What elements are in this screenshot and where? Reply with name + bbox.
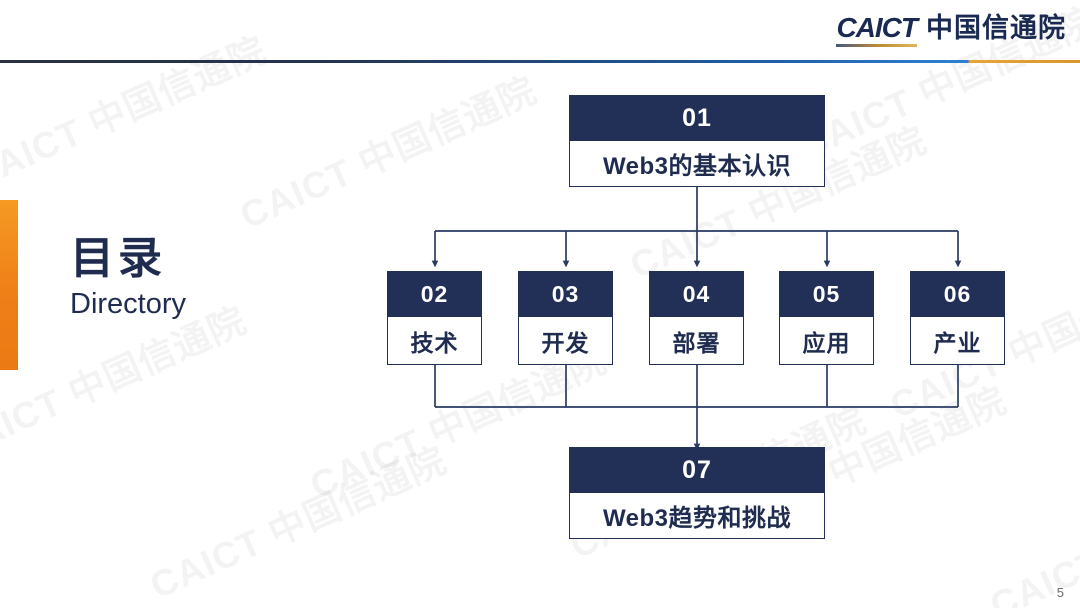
node-02[interactable]: 02 技术 [387,271,482,365]
node-02-number: 02 [387,271,482,317]
node-05-number: 05 [779,271,874,317]
node-03[interactable]: 03 开发 [518,271,613,365]
page-title-cn: 目录 [70,234,166,283]
node-05[interactable]: 05 应用 [779,271,874,365]
node-03-label: 开发 [518,317,613,365]
node-07-number: 07 [569,447,825,493]
node-02-label: 技术 [387,317,482,365]
node-07[interactable]: 07 Web3趋势和挑战 [569,447,825,539]
left-accent-bar [0,200,18,370]
node-01-number: 01 [569,95,825,141]
node-07-label: Web3趋势和挑战 [569,493,825,539]
caict-logo: CAICT 中国信通院 [836,14,1066,47]
node-04-label: 部署 [649,317,744,365]
node-04-number: 04 [649,271,744,317]
page-title: 目录 Directory [70,234,187,320]
node-06-label: 产业 [910,317,1005,365]
node-01-label: Web3的基本认识 [569,141,825,187]
node-06-number: 06 [910,271,1005,317]
page-title-en: Directory [70,287,187,320]
node-04[interactable]: 04 部署 [649,271,744,365]
node-06[interactable]: 06 产业 [910,271,1005,365]
node-05-label: 应用 [779,317,874,365]
page-number: 5 [1056,585,1064,600]
node-03-number: 03 [518,271,613,317]
caict-chinese-name: 中国信通院 [926,13,1066,43]
node-01[interactable]: 01 Web3的基本认识 [569,95,825,187]
header-divider-rule [0,60,1080,63]
caict-wordmark-icon: CAICT [836,14,918,47]
